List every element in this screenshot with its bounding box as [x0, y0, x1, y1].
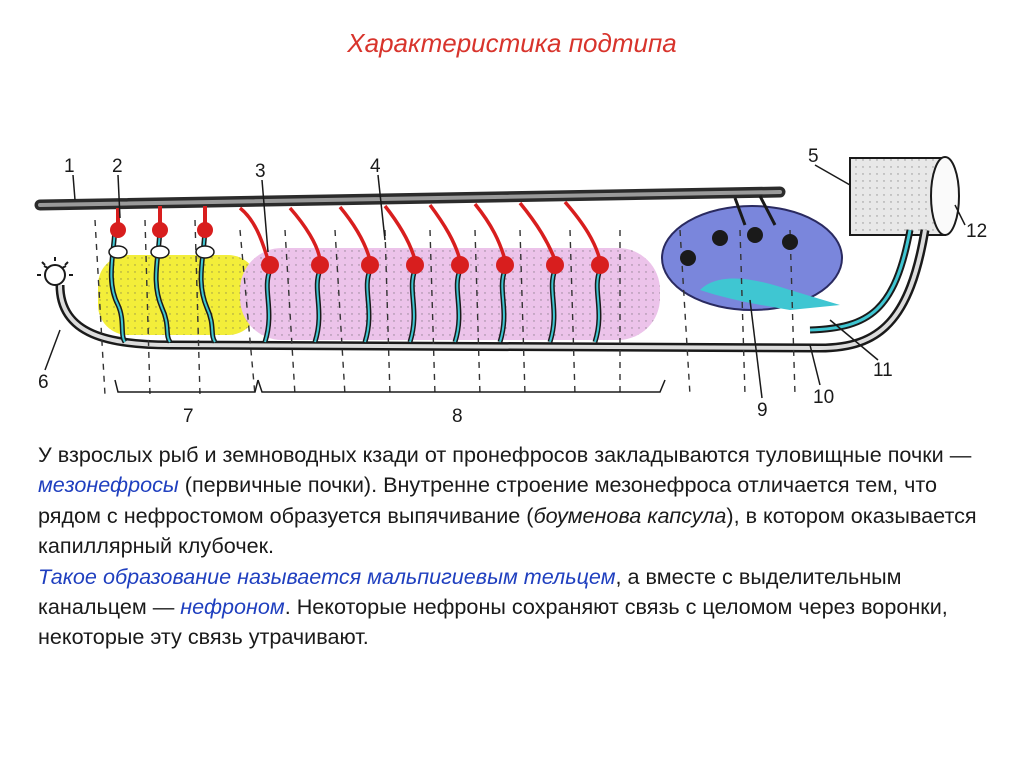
label-5: 5 — [808, 146, 819, 167]
paragraph-1: У взрослых рыб и земноводных кзади от пр… — [38, 440, 988, 562]
label-7: 7 — [183, 406, 194, 427]
slide-title: Характеристика подтипа — [0, 28, 1024, 59]
label-8: 8 — [452, 406, 463, 427]
bracket-7 — [115, 380, 258, 392]
label-4: 4 — [370, 156, 381, 177]
term-mesonephros: мезонефросы — [38, 472, 179, 497]
label-9: 9 — [757, 400, 768, 421]
label-2: 2 — [112, 156, 123, 177]
label-11: 11 — [873, 360, 893, 381]
term-bowman-capsule: боуменова капсула — [534, 503, 727, 528]
term-malpighian-body: Такое образование называется мальпигиевы… — [38, 564, 616, 589]
p1-text-a: У взрослых рыб и земноводных кзади от пр… — [38, 442, 971, 467]
term-nephron: нефроном — [180, 594, 284, 619]
label-1: 1 — [64, 156, 75, 177]
label-12: 12 — [966, 221, 987, 242]
label-6: 6 — [38, 372, 49, 393]
label-3: 3 — [255, 161, 266, 182]
bracket-8 — [258, 380, 665, 392]
glomerulus-icon — [109, 206, 214, 258]
mesonephros-diagram: 1 2 3 4 5 6 7 8 9 10 11 12 — [0, 130, 1024, 430]
body-text: У взрослых рыб и земноводных кзади от пр… — [38, 440, 988, 653]
ciliated-funnel-icon — [37, 257, 73, 285]
paragraph-2: Такое образование называется мальпигиевы… — [38, 562, 988, 653]
label-10: 10 — [813, 387, 834, 408]
